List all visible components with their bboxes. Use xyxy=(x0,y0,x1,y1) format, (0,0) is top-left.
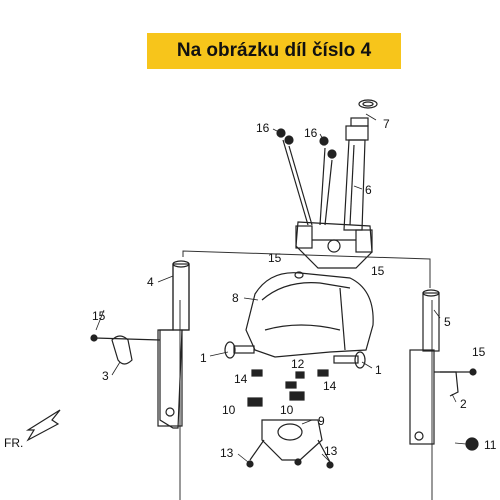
front-direction-arrow xyxy=(25,409,61,442)
label-3: 3 xyxy=(102,369,109,383)
label-1-a: 1 xyxy=(200,351,207,365)
part-number-banner: Na obrázku díl číslo 4 xyxy=(147,33,401,69)
small-clips xyxy=(247,369,329,407)
label-11: 11 xyxy=(484,438,497,452)
label-15-c: 15 xyxy=(92,309,106,323)
cap-nut xyxy=(465,437,479,451)
label-14-a: 14 xyxy=(234,372,248,386)
label-2: 2 xyxy=(460,397,467,411)
leader-lines xyxy=(95,113,467,463)
label-12: 12 xyxy=(291,357,305,371)
label-front: FR. xyxy=(4,436,23,450)
label-1-b: 1 xyxy=(375,363,382,377)
right-fork-tube xyxy=(409,289,440,445)
label-7: 7 xyxy=(383,117,390,131)
label-15-a: 15 xyxy=(268,251,282,265)
left-clip xyxy=(90,334,161,365)
label-16-a: 16 xyxy=(256,121,270,135)
label-5: 5 xyxy=(444,315,451,329)
label-15-d: 15 xyxy=(472,345,486,359)
triple-clamp xyxy=(295,221,373,269)
label-13-a: 13 xyxy=(220,446,234,460)
upper-bolts xyxy=(276,128,337,226)
left-fork-tube xyxy=(157,260,190,429)
steering-stem xyxy=(343,99,378,231)
assembly-frame-lines xyxy=(179,250,433,500)
label-4: 4 xyxy=(147,275,154,289)
label-10-b: 10 xyxy=(280,403,294,417)
label-14-b: 14 xyxy=(323,379,337,393)
side-bolts xyxy=(224,341,366,369)
bottom-bracket xyxy=(246,419,334,469)
label-16-b: 16 xyxy=(304,126,318,140)
banner-text: Na obrázku díl číslo 4 xyxy=(176,40,372,61)
label-15-b: 15 xyxy=(371,264,385,278)
label-9: 9 xyxy=(318,414,325,428)
right-clip xyxy=(434,368,477,397)
label-8: 8 xyxy=(232,291,239,305)
label-13-b: 13 xyxy=(324,444,338,458)
front-cover xyxy=(245,271,374,358)
label-10-a: 10 xyxy=(222,403,236,417)
label-6: 6 xyxy=(365,183,372,197)
part-labels: 16 16 7 6 15 15 4 8 5 15 15 3 1 1 14 12 … xyxy=(4,117,497,460)
